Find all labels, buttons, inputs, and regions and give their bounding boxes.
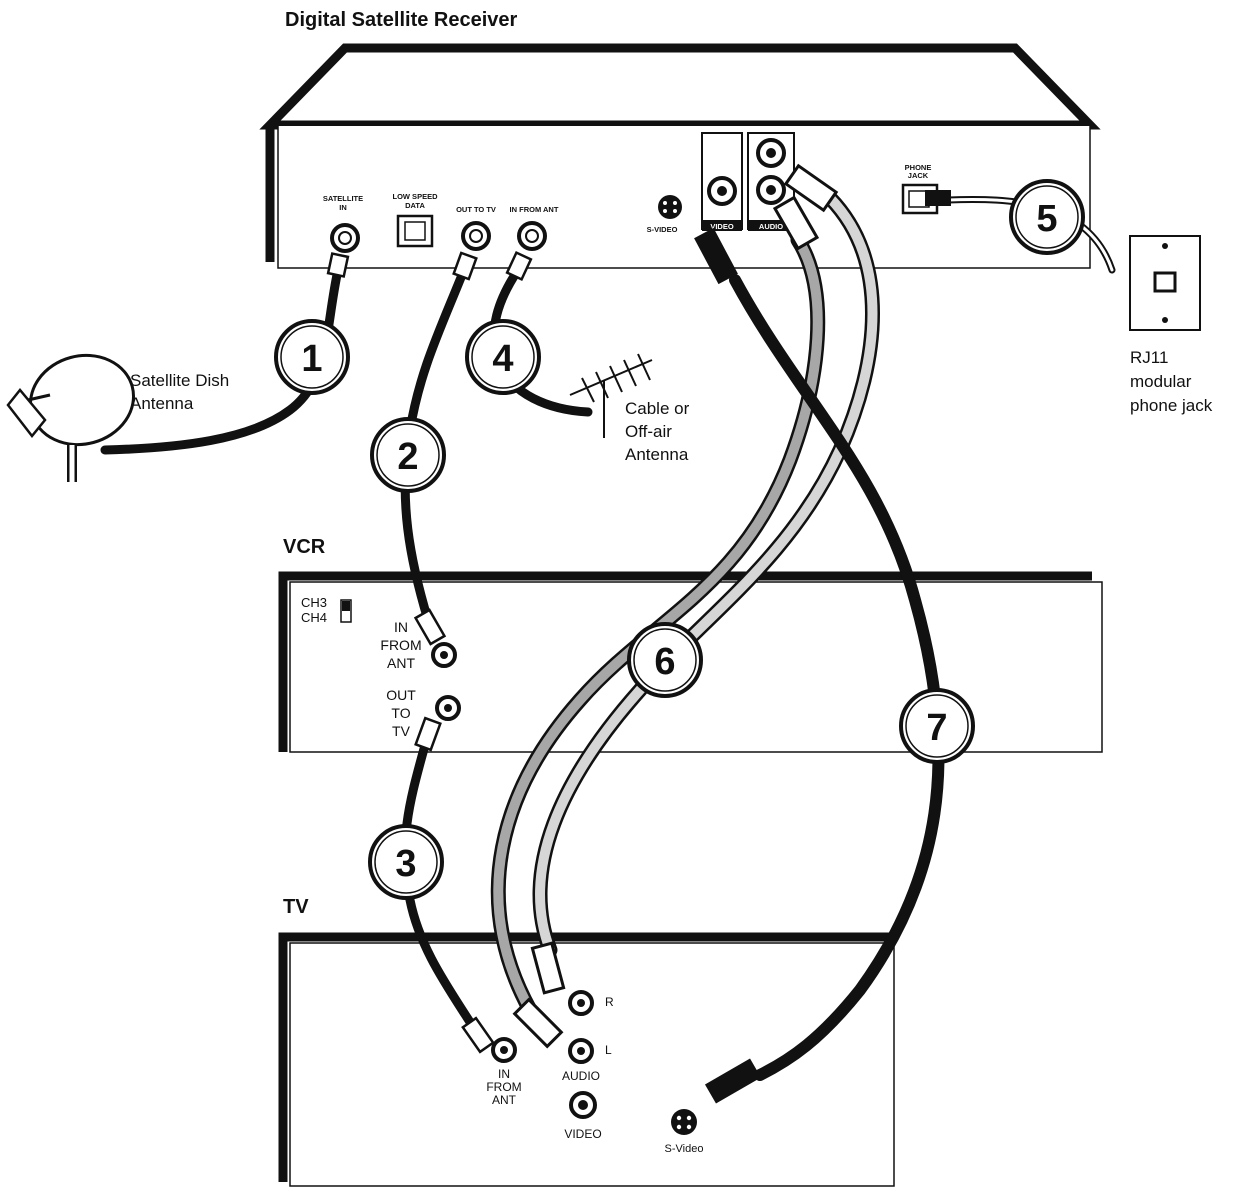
label-phone-jack-2: JACK (908, 171, 929, 180)
vcr-in-label-1: IN (394, 619, 408, 635)
callout-7: 7 (899, 688, 975, 764)
label-satellite-in-2: IN (339, 203, 347, 212)
receiver-in-from-ant-connector (517, 221, 547, 251)
receiver-out-to-tv-connector (461, 221, 491, 251)
antenna-label-1: Cable or (625, 399, 690, 418)
tv (278, 932, 895, 1187)
label-satellite-in-1: SATELLITE (323, 194, 363, 203)
vcr-ch3-label: CH3 (301, 595, 327, 610)
vcr-out-label-1: OUT (386, 687, 416, 703)
dish-label-2: Antenna (130, 394, 194, 413)
receiver-low-speed-data-port (396, 214, 434, 248)
tv-video-label: VIDEO (564, 1127, 601, 1141)
satellite-dish-icon (6, 353, 136, 482)
satellite-receiver (259, 43, 1101, 269)
label-out-to-tv: OUT TO TV (456, 205, 496, 214)
tv-l-label: L (605, 1043, 612, 1057)
rj11-label-3: phone jack (1130, 396, 1213, 415)
receiver-port-labels: SATELLITE IN LOW SPEED DATA OUT TO TV IN… (323, 163, 931, 234)
callout-3: 3 (368, 824, 444, 900)
vcr-out-label-3: TV (392, 723, 411, 739)
tv-in-label-1: IN (498, 1067, 510, 1081)
rj11-label-1: RJ11 (1130, 348, 1168, 367)
callout-5-number: 5 (1036, 198, 1057, 240)
vcr-in-label-2: FROM (380, 637, 421, 653)
callout-6-number: 6 (654, 641, 675, 683)
vcr-ch4-label: CH4 (301, 610, 327, 625)
rj11-label-2: modular (1130, 372, 1192, 391)
label-in-from-ant: IN FROM ANT (510, 205, 559, 214)
tv-svideo-label: S-Video (665, 1143, 704, 1155)
callout-6: 6 (627, 622, 703, 698)
heading-vcr: VCR (283, 536, 326, 558)
tv-audio-label: AUDIO (562, 1069, 600, 1083)
callout-7-number: 7 (926, 707, 947, 749)
callout-3-number: 3 (395, 843, 416, 885)
dish-label-1: Satellite Dish (130, 371, 229, 390)
label-video: VIDEO (710, 222, 734, 231)
callout-1: 1 (274, 319, 350, 395)
cable-vcr-to-tv (400, 740, 480, 1035)
label-audio: AUDIO (759, 222, 783, 231)
vcr-in-label-3: ANT (387, 655, 415, 671)
receiver-video-jack (707, 176, 737, 206)
receiver-svideo-port (658, 195, 682, 219)
rj11-wall-jack-icon (1129, 235, 1201, 331)
cable-plugs (326, 163, 951, 1104)
off-air-antenna-icon (569, 353, 653, 438)
label-low-speed-2: DATA (405, 201, 425, 210)
callout-1-number: 1 (301, 338, 322, 380)
heading-tv: TV (283, 896, 309, 918)
vcr-out-label-2: TO (391, 705, 410, 721)
antenna-label-3: Antenna (625, 445, 689, 464)
tv-labels: R L AUDIO VIDEO IN FROM ANT S-Video (486, 995, 703, 1155)
callout-5: 5 (1009, 179, 1085, 255)
tv-in-label-2: FROM (486, 1080, 521, 1094)
callout-2: 2 (370, 417, 446, 493)
callout-2-number: 2 (397, 436, 418, 478)
heading-receiver: Digital Satellite Receiver (285, 9, 518, 31)
tv-r-label: R (605, 995, 614, 1009)
receiver-audio-jacks (756, 138, 786, 205)
external-labels: Satellite Dish Antenna Cable or Off-air … (130, 348, 1213, 464)
callout-4-number: 4 (492, 338, 513, 380)
callout-4: 4 (465, 319, 541, 395)
antenna-label-2: Off-air (625, 422, 672, 441)
receiver-satellite-in-connector (330, 223, 360, 253)
label-phone-jack-1: PHONE (905, 163, 932, 172)
label-svideo: S-VIDEO (647, 225, 678, 234)
tv-in-label-3: ANT (492, 1093, 517, 1107)
label-low-speed-1: LOW SPEED (392, 192, 438, 201)
tv-svideo-port (671, 1109, 697, 1135)
vcr-labels: CH3 CH4 IN FROM ANT OUT TO TV (301, 595, 422, 739)
